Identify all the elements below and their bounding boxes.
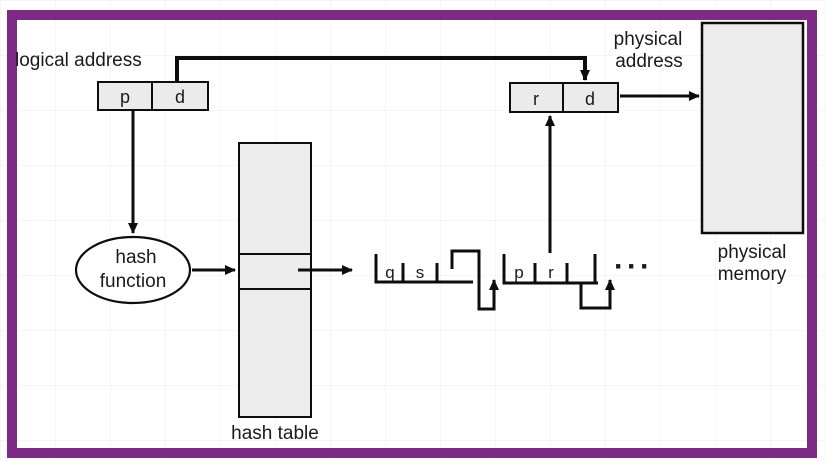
logical-address-field-d: d <box>175 87 185 107</box>
hash-table <box>238 142 312 418</box>
physical-address-label-line2: address <box>615 51 683 72</box>
arrow-node1-to-node2 <box>450 249 499 311</box>
physical-memory-label-line1: physical <box>718 242 787 263</box>
physical-address-field-r: r <box>533 89 539 109</box>
hash-function-ellipse: hash function <box>74 235 192 305</box>
physical-address-field-d: d <box>585 89 595 109</box>
list-node-1: q s <box>374 254 473 284</box>
logical-address-label: logical address <box>15 50 142 71</box>
hash-function-label-line1: hash <box>115 247 156 268</box>
physical-address-label-line1: physical <box>614 29 683 50</box>
hash-function-label-line2: function <box>100 271 167 292</box>
list-node-2-field1: p <box>514 263 523 282</box>
list-node-1-field1: q <box>385 263 394 282</box>
hash-table-label: hash table <box>231 423 319 444</box>
logical-address-field-p: p <box>120 87 130 107</box>
arrow-logical-d-to-physical-d <box>175 56 590 83</box>
logical-address-box: p d <box>97 81 209 111</box>
physical-address-box: r d <box>509 82 619 113</box>
ellipsis-more-nodes-icon: ··· <box>614 250 653 283</box>
list-node-2: p r <box>502 254 598 285</box>
list-node-1-field2: s <box>416 263 425 282</box>
list-node-2-field2: r <box>548 263 554 282</box>
physical-memory-label-line2: memory <box>718 264 787 285</box>
physical-memory-box <box>700 21 805 235</box>
figure-frame-border <box>7 10 817 458</box>
arrow-node2-to-more <box>579 279 615 310</box>
